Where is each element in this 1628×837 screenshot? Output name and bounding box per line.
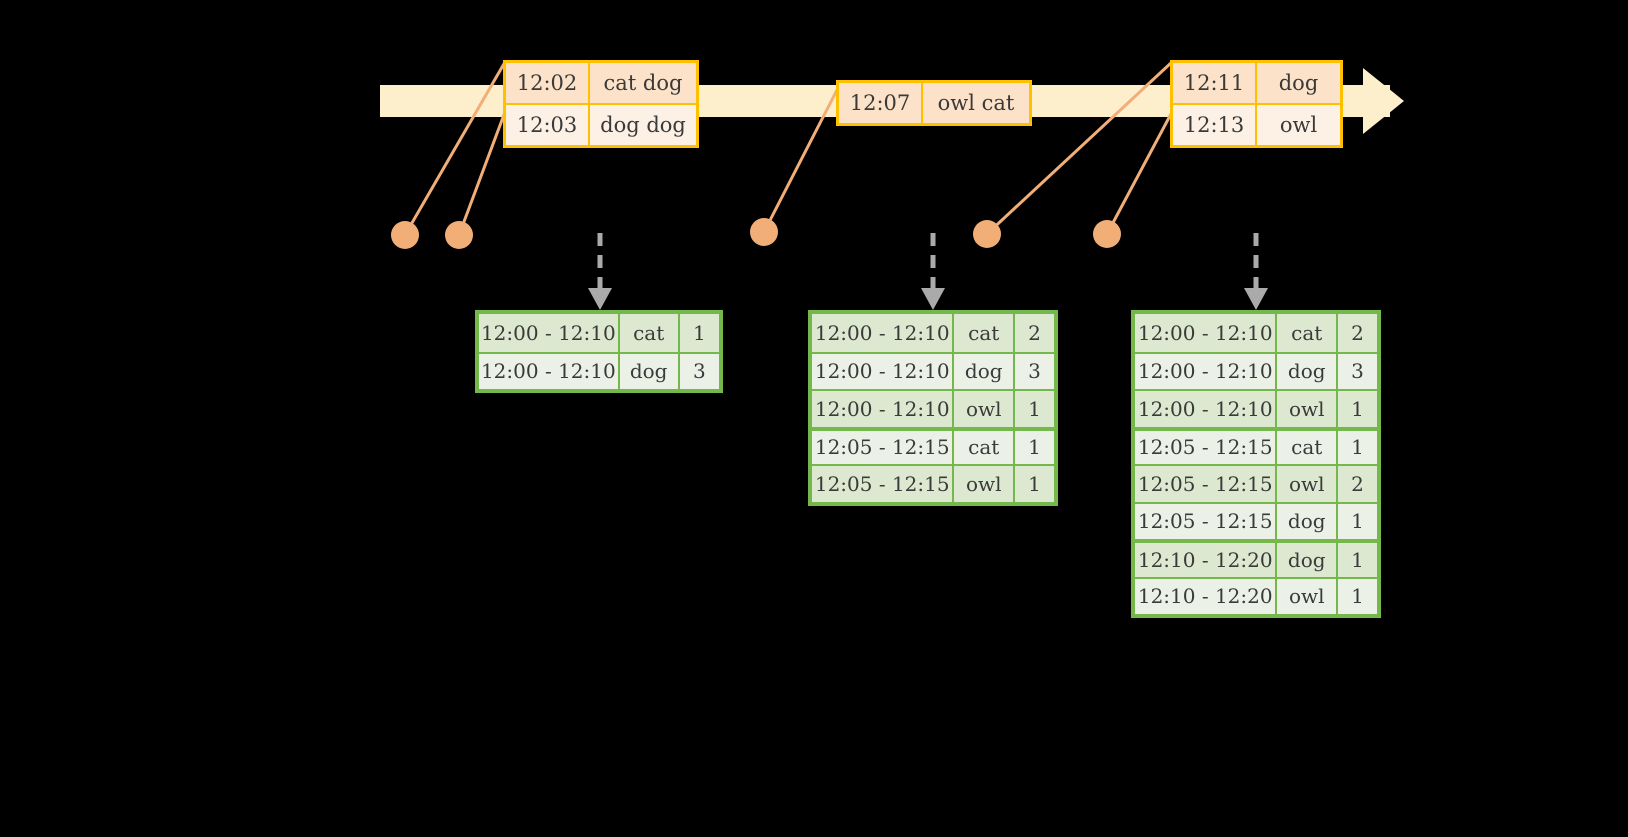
count-cell: 1 xyxy=(1337,503,1377,539)
count-cell: 1 xyxy=(1014,430,1054,464)
count-cell: 1 xyxy=(1014,466,1054,502)
window-cell: 12:00 - 12:10 xyxy=(812,314,955,352)
window-cell: 12:00 - 12:10 xyxy=(1135,314,1278,352)
key-cell: dog xyxy=(1277,353,1338,389)
count-cell: 2 xyxy=(1337,314,1377,352)
key-cell: owl xyxy=(954,391,1015,427)
key-cell: dog xyxy=(1277,503,1338,539)
window-cell: 12:00 - 12:10 xyxy=(479,314,620,352)
connector-dot-1 xyxy=(391,221,419,249)
connector-dot-2 xyxy=(445,221,473,249)
dashed-arrows xyxy=(588,233,1268,310)
event-value: cat dog xyxy=(590,63,696,103)
event-time: 12:07 xyxy=(839,83,923,123)
dashed-arrow-2 xyxy=(921,233,945,310)
key-cell: dog xyxy=(619,353,680,389)
key-cell: dog xyxy=(1277,543,1338,577)
event-time: 12:02 xyxy=(506,63,590,103)
connector-dot-3 xyxy=(750,218,778,246)
key-cell: owl xyxy=(1277,466,1338,502)
event-row: 12:07 owl cat xyxy=(839,83,1029,123)
count-cell: 2 xyxy=(1337,466,1377,502)
event-row: 12:11 dog xyxy=(1173,63,1340,103)
window-cell: 12:05 - 12:15 xyxy=(812,430,955,464)
event-row: 12:02 cat dog xyxy=(506,63,696,103)
key-cell: cat xyxy=(619,314,680,352)
key-cell: dog xyxy=(954,353,1015,389)
window-cell: 12:00 - 12:10 xyxy=(479,353,620,389)
window-cell: 12:10 - 12:20 xyxy=(1135,543,1278,577)
event-value: dog xyxy=(1257,63,1340,103)
dashed-arrow-1 xyxy=(588,233,612,310)
count-cell: 1 xyxy=(1337,578,1377,614)
connector-dot-5 xyxy=(1093,220,1121,248)
event-box-group-2: 12:07 owl cat xyxy=(836,80,1032,126)
key-cell: owl xyxy=(1277,578,1338,614)
count-cell: 2 xyxy=(1014,314,1054,352)
key-cell: owl xyxy=(954,466,1015,502)
count-cell: 1 xyxy=(1337,391,1377,427)
window-cell: 12:00 - 12:10 xyxy=(812,353,955,389)
event-time: 12:03 xyxy=(506,105,590,145)
count-cell: 3 xyxy=(679,353,719,389)
event-time: 12:13 xyxy=(1173,105,1257,145)
count-cell: 1 xyxy=(1337,430,1377,464)
count-cell: 1 xyxy=(1337,543,1377,577)
event-value: dog dog xyxy=(590,105,696,145)
event-box-group-3: 12:11 dog 12:13 owl xyxy=(1170,60,1343,148)
event-row: 12:13 owl xyxy=(1173,103,1340,145)
count-cell: 3 xyxy=(1337,353,1377,389)
window-cell: 12:00 - 12:10 xyxy=(1135,353,1278,389)
window-cell: 12:05 - 12:15 xyxy=(1135,503,1278,539)
window-cell: 12:05 - 12:15 xyxy=(1135,430,1278,464)
event-box-group-1: 12:02 cat dog 12:03 dog dog xyxy=(503,60,699,148)
key-cell: cat xyxy=(954,314,1015,352)
event-time: 12:11 xyxy=(1173,63,1257,103)
key-cell: cat xyxy=(1277,314,1338,352)
connector-dot-4 xyxy=(973,220,1001,248)
event-row: 12:03 dog dog xyxy=(506,103,696,145)
key-cell: owl xyxy=(1277,391,1338,427)
connector-dots xyxy=(391,218,1121,249)
window-cell: 12:00 - 12:10 xyxy=(812,391,955,427)
dashed-arrow-3 xyxy=(1244,233,1268,310)
count-cell: 1 xyxy=(679,314,719,352)
event-value: owl cat xyxy=(923,83,1029,123)
window-cell: 12:00 - 12:10 xyxy=(1135,391,1278,427)
count-cell: 1 xyxy=(1014,391,1054,427)
window-cell: 12:10 - 12:20 xyxy=(1135,578,1278,614)
key-cell: cat xyxy=(1277,430,1338,464)
key-cell: cat xyxy=(954,430,1015,464)
window-cell: 12:05 - 12:15 xyxy=(1135,466,1278,502)
event-value: owl xyxy=(1257,105,1340,145)
window-cell: 12:05 - 12:15 xyxy=(812,466,955,502)
count-cell: 3 xyxy=(1014,353,1054,389)
